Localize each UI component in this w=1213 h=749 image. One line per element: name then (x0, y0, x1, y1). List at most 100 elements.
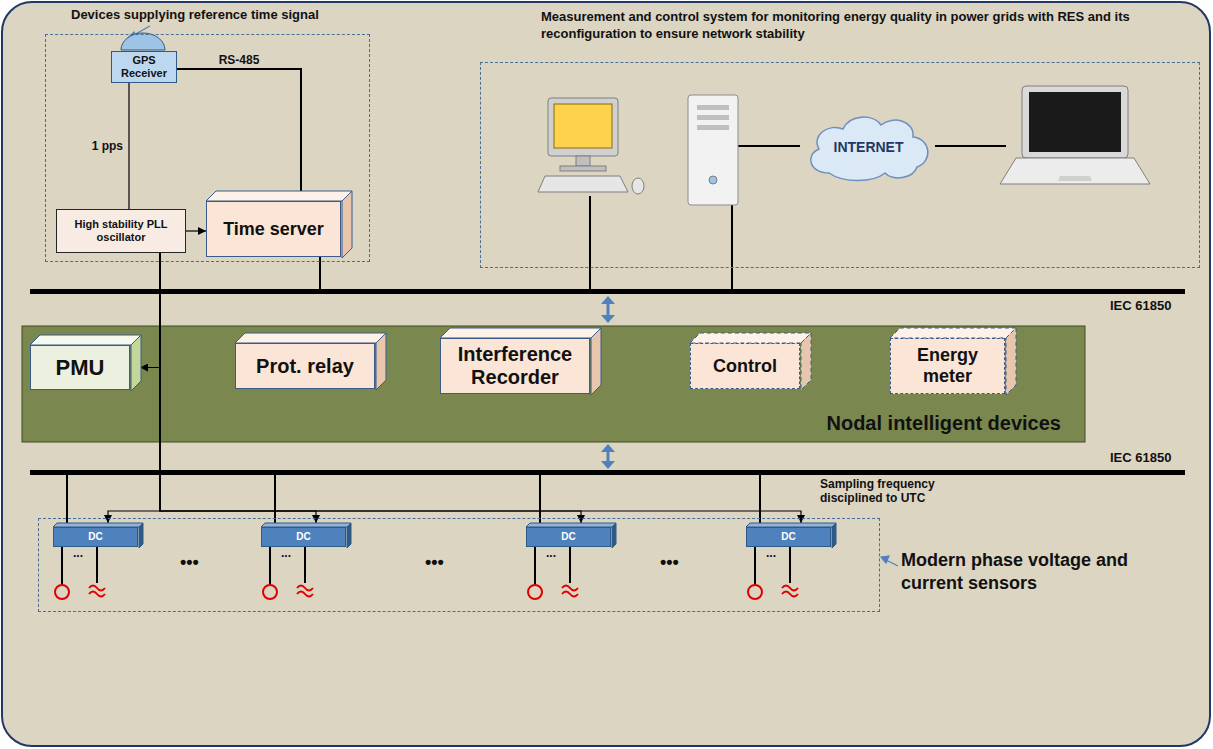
bus-drop-wire (539, 474, 541, 523)
sensor-wire (534, 541, 536, 585)
current-sensor (297, 586, 313, 597)
laptop (1000, 86, 1150, 184)
box-label: INTERNET (834, 139, 904, 155)
sensor-wire (269, 541, 271, 585)
connector (140, 253, 160, 368)
connector (128, 83, 129, 209)
sensor-wire (304, 541, 306, 583)
band-title: Nodal intelligent devices (826, 410, 1061, 436)
connector (177, 69, 301, 191)
group-heading: Devices supplying reference time signal (71, 7, 381, 24)
current-sensor (782, 586, 798, 597)
box-top-face (261, 523, 351, 527)
bus-drop-wire (274, 474, 276, 523)
connector-label: RS-485 (219, 53, 260, 67)
box-top-face (890, 328, 1016, 338)
box-side-face (347, 523, 351, 548)
box-side-face (342, 191, 352, 258)
sensors-pointer (881, 556, 898, 566)
box-top-face (30, 335, 141, 345)
bus-label: IEC 61850 (1110, 450, 1171, 466)
box-top-face (526, 523, 616, 527)
band-ground (22, 326, 1085, 442)
ellipsis: ... (766, 546, 776, 560)
box-side-face (832, 523, 836, 548)
current-sensor (562, 586, 578, 597)
sensor-symbols (55, 474, 798, 599)
device-box: Interference Recorder (440, 338, 590, 394)
group-frame: Modern phase voltage and current sensors… (38, 518, 880, 612)
box-label: Energy meter (896, 345, 999, 386)
sensor-wire (96, 541, 98, 583)
box-label: Prot. relay (256, 355, 354, 378)
cloud-shape: INTERNET (801, 111, 936, 183)
ellipsis: ••• (425, 552, 444, 574)
box-side-face (1006, 328, 1016, 395)
device-box: Control (690, 343, 800, 389)
box-label: Control (713, 356, 777, 377)
dc-module: DC (526, 527, 611, 547)
box-side-face (139, 523, 143, 548)
server-box: Time server (206, 201, 341, 257)
box-side-face (612, 523, 616, 548)
ellipsis: ••• (660, 552, 679, 574)
group-heading: Modern phase voltage and current sensors (901, 549, 1151, 596)
dc-module: DC (261, 527, 346, 547)
box-label: GPS Receiver (117, 54, 171, 79)
voltage-sensor (528, 585, 542, 599)
device-box: Prot. relay (235, 343, 375, 389)
ellipsis: ... (73, 546, 83, 560)
double-arrow (601, 296, 615, 469)
box-top-face (690, 333, 811, 343)
device-box: GPS Receiver (111, 51, 177, 83)
current-sensor (89, 586, 105, 597)
bus-line (30, 289, 1185, 294)
device-box: Energy meter (890, 338, 1005, 394)
desktop-computer (538, 98, 644, 194)
group-heading: Measurement and control system for monit… (541, 9, 1201, 43)
box-label: DC (88, 531, 102, 543)
box-top-face (440, 328, 601, 338)
connector (186, 230, 206, 231)
signal-label: Sampling frequency disciplined to UTC (820, 477, 990, 506)
ellipsis: ••• (180, 552, 199, 574)
box-label: DC (781, 531, 795, 543)
dc-module: DC (53, 527, 138, 547)
ellipsis: ... (546, 546, 556, 560)
box-label: Time server (223, 219, 324, 240)
bus-drop-wire (66, 474, 68, 523)
sensor-wire (789, 541, 791, 583)
box-side-face (376, 333, 386, 390)
device-box: PMU (30, 345, 130, 390)
bus-label: IEC 61850 (1110, 298, 1171, 314)
gps-antenna-dome (121, 33, 165, 50)
box-top-face (206, 191, 352, 201)
connector (160, 253, 801, 523)
server-tower (688, 95, 738, 205)
device-box: High stability PLL oscillator (56, 209, 186, 253)
box-top-face (53, 523, 143, 527)
box-side-face (801, 333, 811, 390)
box-label: PMU (56, 355, 105, 380)
cloud-path (811, 117, 928, 180)
box-label: DC (296, 531, 310, 543)
ellipsis: ... (281, 546, 291, 560)
voltage-sensor (55, 585, 69, 599)
voltage-sensor (263, 585, 277, 599)
box-side-face (591, 328, 601, 395)
bus-line (30, 470, 1185, 475)
dc-module: DC (746, 527, 831, 547)
box-side-face (131, 335, 141, 391)
group-frame: Measurement and control system for monit… (480, 62, 1200, 268)
bus-drop-wire (759, 474, 761, 523)
device-band: Nodal intelligent devices PMU Prot. relay I… (22, 326, 1085, 442)
connector-label: 1 pps (92, 139, 123, 153)
voltage-sensor (748, 585, 762, 599)
box-top-face (235, 333, 386, 343)
box-top-face (746, 523, 836, 527)
